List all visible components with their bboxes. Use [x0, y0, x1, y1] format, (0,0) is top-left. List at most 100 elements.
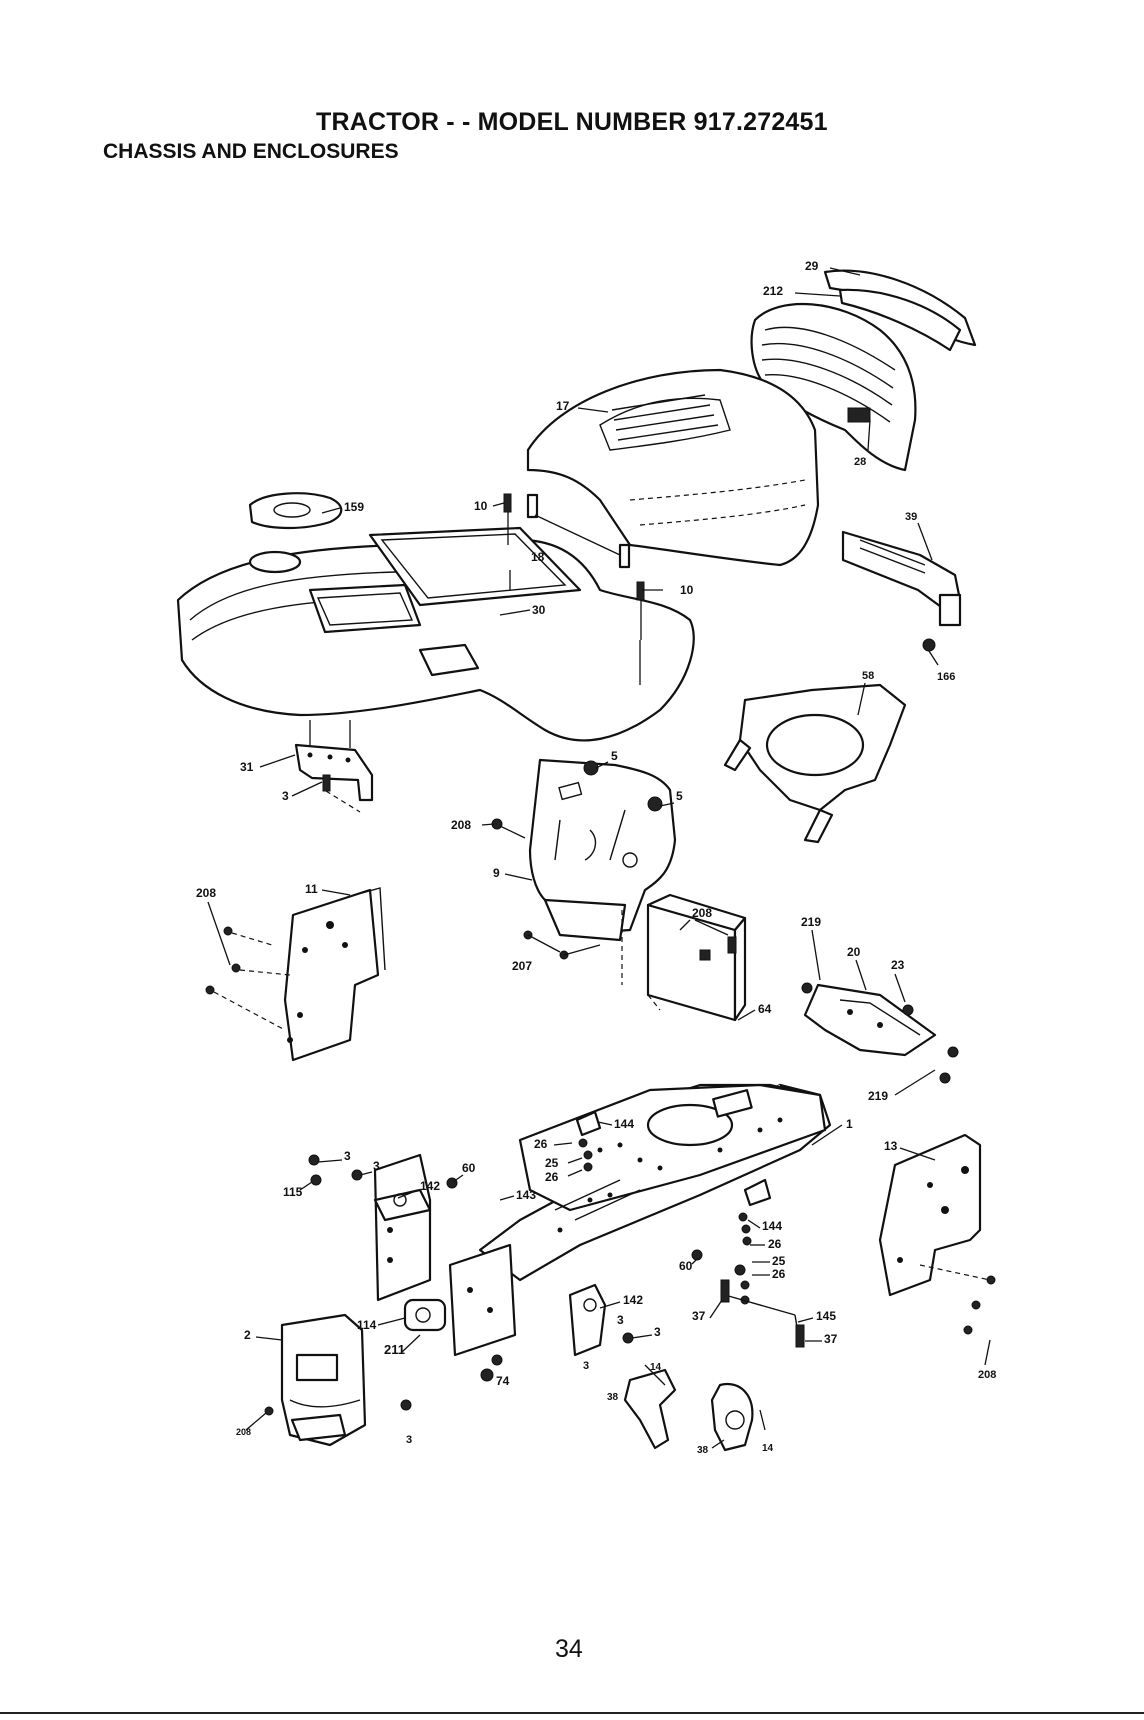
- callout-leader-c3a: [292, 782, 322, 796]
- callout-label-c208d: 208: [236, 1427, 251, 1437]
- callout-label-c142a: 142: [420, 1179, 440, 1193]
- callout-label-c14b: 14: [762, 1443, 774, 1454]
- side-panel-bolt-part: [206, 927, 290, 1030]
- callout-label-c3d: 3: [617, 1313, 624, 1327]
- mounting-plate-part: [805, 985, 935, 1055]
- callout-label-c29: 29: [805, 259, 819, 273]
- callout-label-c3e: 3: [654, 1325, 661, 1339]
- callout-label-c3c: 3: [373, 1159, 380, 1173]
- axle-pivot-part: [570, 1285, 605, 1355]
- callout-label-c207: 207: [512, 959, 532, 973]
- battery-box-part: [622, 895, 745, 1020]
- callout-label-c159: 159: [344, 500, 364, 514]
- callout-label-c26c: 26: [768, 1237, 782, 1251]
- pull-rod-part: [721, 1280, 804, 1347]
- right-side-panel-part: [880, 1135, 990, 1295]
- callout-label-c26d: 26: [772, 1267, 786, 1281]
- hood-spacer-part: [528, 495, 537, 517]
- callout-label-c13: 13: [884, 1139, 898, 1153]
- callout-label-c114: 114: [357, 1318, 377, 1332]
- callout-label-c10b: 10: [680, 583, 694, 597]
- callout-label-c60a: 60: [462, 1161, 476, 1175]
- callout-label-c3b: 3: [344, 1149, 351, 1163]
- callout-leader-c3b: [318, 1160, 342, 1162]
- callout-label-c26a: 26: [534, 1137, 548, 1151]
- front-bumper-part: [282, 1315, 365, 1445]
- axle-bushing-part: [405, 1300, 445, 1330]
- callout-label-c5b: 5: [676, 789, 683, 803]
- pivot-bracket-part: [739, 1180, 770, 1245]
- callout-label-c142b: 142: [623, 1293, 643, 1307]
- callout-label-c3f: 3: [583, 1360, 589, 1372]
- callout-label-c37b: 37: [824, 1332, 838, 1346]
- front-bracket-part: [375, 1155, 430, 1300]
- grille-bracket-part: [848, 408, 870, 422]
- callout-label-c18: 18: [531, 550, 545, 564]
- callout-label-c115: 115: [283, 1185, 303, 1199]
- bracket-bolt-part: [923, 639, 938, 665]
- callout-label-c20: 20: [847, 945, 861, 959]
- callout-label-c143: 143: [516, 1188, 536, 1202]
- hood-spacer-part: [620, 545, 629, 567]
- callout-label-c2: 2: [244, 1328, 251, 1342]
- callout-label-c208a: 208: [451, 818, 471, 832]
- callout-leader-c20: [856, 960, 866, 990]
- callout-label-c208b: 208: [692, 906, 712, 920]
- callout-label-c26b: 26: [545, 1170, 559, 1184]
- callout-label-c28: 28: [854, 456, 866, 468]
- callout-label-c37a: 37: [692, 1309, 706, 1323]
- callout-label-c219a: 219: [801, 915, 821, 929]
- callout-label-c25a: 25: [545, 1156, 559, 1170]
- callout-leader-c143: [500, 1196, 514, 1200]
- steering-support-part: [725, 685, 905, 842]
- callout-label-c10a: 10: [474, 499, 488, 513]
- callout-leader-c37a: [710, 1300, 722, 1318]
- seat-bracket-part: [296, 720, 372, 800]
- callout-label-c9: 9: [493, 866, 500, 880]
- pedal-bracket-part: [625, 1370, 675, 1448]
- callout-label-c144b: 144: [762, 1219, 782, 1233]
- callout-label-c58: 58: [862, 670, 874, 682]
- callout-label-c14a: 14: [650, 1362, 662, 1373]
- callout-label-c64: 64: [758, 1002, 772, 1016]
- callout-label-c166: 166: [937, 671, 955, 683]
- callout-label-c3g: 3: [406, 1434, 412, 1446]
- callout-label-c212: 212: [763, 284, 783, 298]
- callout-label-c1: 1: [846, 1117, 853, 1131]
- callout-label-c5a: 5: [611, 749, 618, 763]
- callout-label-c3a: 3: [282, 789, 289, 803]
- panel-bolt-part: [492, 819, 525, 838]
- pedal-bracket-part: [712, 1384, 752, 1450]
- panel-screw-part: [584, 761, 598, 775]
- callout-leader-c11: [322, 890, 350, 895]
- callout-label-c211: 211: [384, 1342, 405, 1357]
- hood-part: [528, 370, 818, 565]
- hitch-plate-part: [450, 1245, 515, 1355]
- seat-cup-part: [250, 493, 341, 528]
- callout-leader-c31: [260, 755, 295, 767]
- callout-label-c25b: 25: [772, 1254, 786, 1268]
- callout-leader-c219b: [895, 1070, 935, 1095]
- callout-label-c208e: 208: [978, 1369, 996, 1381]
- callout-label-c23: 23: [891, 958, 905, 972]
- page-bottom-rule: [0, 1712, 1144, 1714]
- callout-leader-c3e: [632, 1335, 652, 1338]
- callout-leader-c10a: [493, 503, 504, 506]
- callout-leader-c208e: [985, 1340, 990, 1365]
- callout-label-c17: 17: [556, 399, 570, 413]
- callout-leader-c219a: [812, 930, 820, 980]
- callout-label-c219b: 219: [868, 1089, 888, 1103]
- callout-label-c30: 30: [532, 603, 546, 617]
- callout-leader-c9: [505, 874, 532, 880]
- hood-bracket-part: [843, 532, 960, 625]
- callout-label-c145: 145: [816, 1309, 836, 1323]
- callout-label-c11: 11: [305, 882, 318, 896]
- callout-leader-c2: [256, 1337, 282, 1340]
- callout-label-c31: 31: [240, 760, 254, 774]
- callout-leader-c212: [795, 293, 840, 296]
- callout-label-c74: 74: [496, 1374, 510, 1388]
- callout-label-c60b: 60: [679, 1259, 693, 1273]
- callout-label-c38a: 38: [607, 1392, 619, 1403]
- panel-screw-part: [648, 797, 662, 811]
